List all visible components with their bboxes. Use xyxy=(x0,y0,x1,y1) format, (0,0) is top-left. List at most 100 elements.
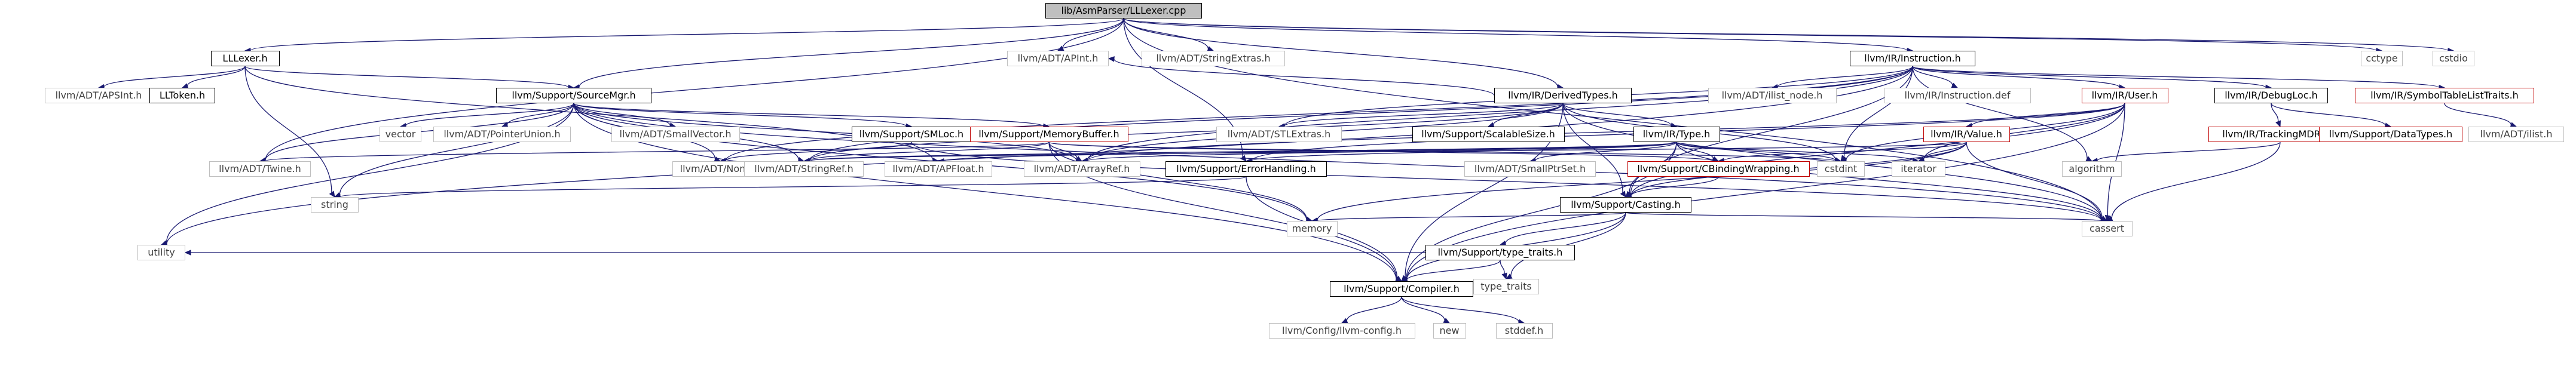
node-datatypes-h[interactable]: llvm/Support/DataTypes.h xyxy=(2319,127,2462,142)
node-instruction-def: llvm/IR/Instruction.def xyxy=(1884,88,2031,103)
edge-casting_h-cassert xyxy=(1625,212,2102,222)
edge-debugloc_h-trackingmdref_h xyxy=(2271,103,2279,122)
node-sourcemgr-h[interactable]: llvm/Support/SourceMgr.h xyxy=(496,88,651,103)
node-utility: utility xyxy=(137,245,185,260)
node-smallvector-h: llvm/ADT/SmallVector.h xyxy=(611,127,740,142)
node-derivedtypes-h[interactable]: llvm/IR/DerivedTypes.h xyxy=(1494,88,1632,103)
arrowhead-type_traits_h-utility xyxy=(184,250,191,256)
edge-errorhandling_h-string xyxy=(339,176,1247,198)
edge-root-lllexer_h xyxy=(250,18,1124,51)
node-apint-h: llvm/ADT/APInt.h xyxy=(1007,51,1109,66)
node-type-traits: type_traits xyxy=(1473,279,1539,294)
edge-memorybuffer_h-twine_h xyxy=(265,142,1050,162)
arrowhead-lllexer_h-string xyxy=(329,190,335,198)
node-user-h[interactable]: llvm/IR/User.h xyxy=(2081,88,2168,103)
edge-instruction_h-debugloc_h xyxy=(1912,66,2266,88)
node-root[interactable]: lib/AsmParser/LLLexer.cpp xyxy=(1045,3,1202,19)
edge-user_h-iterator xyxy=(1923,103,2125,160)
edge-value_h-stringref_h xyxy=(809,142,1967,162)
edge-type_h-cassert xyxy=(1676,142,2102,220)
node-algorithm: algorithm xyxy=(2062,161,2122,177)
node-debugloc-h[interactable]: llvm/IR/DebugLoc.h xyxy=(2214,88,2328,103)
node-apsint-h: llvm/ADT/APSInt.h xyxy=(45,88,152,103)
node-apfloat-h: llvm/ADT/APFloat.h xyxy=(885,161,992,177)
edge-sourcemgr_h-string xyxy=(339,103,574,195)
edge-root-cctype xyxy=(1123,18,2377,51)
node-stringextras-h: llvm/ADT/StringExtras.h xyxy=(1142,51,1285,66)
node-instruction-h[interactable]: llvm/IR/Instruction.h xyxy=(1850,51,1975,66)
edge-compiler_h-llvm_config_h xyxy=(1346,296,1402,321)
edge-type_h-apfloat_h xyxy=(943,142,1677,162)
node-errorhandling-h[interactable]: llvm/Support/ErrorHandling.h xyxy=(1165,161,1327,177)
edge-compiler_h-new xyxy=(1401,296,1445,321)
node-value-h[interactable]: llvm/IR/Value.h xyxy=(1923,127,2010,142)
edge-lllexer_h-apsint_h xyxy=(103,66,246,88)
node-memory: memory xyxy=(1286,221,1338,236)
node-type-traits-h[interactable]: llvm/Support/type_traits.h xyxy=(1425,245,1575,260)
edge-sourcemgr_h-pointerunion_h xyxy=(506,103,574,125)
node-llvm-config-h: llvm/Config/llvm-config.h xyxy=(1268,323,1415,339)
arrowhead-derivedtypes_h-casting_h xyxy=(1620,190,1626,198)
edge-root-twine_h xyxy=(265,18,1124,161)
node-twine-h: llvm/ADT/Twine.h xyxy=(209,161,311,177)
edge-value_h-cbindingwrapping_h xyxy=(1723,142,1967,161)
arrowhead-errorhandling_h-compiler_h xyxy=(1395,275,1403,282)
node-memorybuffer-h[interactable]: llvm/Support/MemoryBuffer.h xyxy=(969,127,1128,142)
edge-instruction_h-ilist_node_h xyxy=(1777,66,1913,88)
node-type-h[interactable]: llvm/IR/Type.h xyxy=(1633,127,1720,142)
node-casting-h[interactable]: llvm/Support/Casting.h xyxy=(1560,197,1691,213)
edge-debugloc_h-datatypes_h xyxy=(2271,103,2386,126)
edge-type_h-cbindingwrapping_h xyxy=(1676,142,1714,159)
edge-symboltablelisttraits_h-ilist_h xyxy=(2444,103,2512,125)
edge-cbindingwrapping_h-casting_h xyxy=(1630,176,1719,196)
node-new: new xyxy=(1433,323,1466,339)
arrowhead-casting_h-type_traits xyxy=(1505,273,1513,279)
node-lllexer-h[interactable]: LLLexer.h xyxy=(210,51,280,66)
node-ilist-h: llvm/ADT/ilist.h xyxy=(2468,127,2564,142)
edge-lllexer_h-sourcemgr_h xyxy=(244,66,569,88)
edge-instruction_h-symboltablelisttraits_h xyxy=(1912,66,2440,88)
edge-memorybuffer_h-cstdint xyxy=(1048,142,1836,162)
edge-user_h-arrayref_h xyxy=(1087,103,2125,162)
edge-casting_h-memory xyxy=(1317,212,1626,222)
edge-type_h-cstdint xyxy=(1676,142,1836,161)
edge-memorybuffer_h-stringref_h xyxy=(809,142,1050,161)
node-cassert: cassert xyxy=(2081,221,2133,236)
edge-instruction_h-instruction_def xyxy=(1912,66,1953,86)
node-smloc-h[interactable]: llvm/Support/SMLoc.h xyxy=(852,127,971,142)
node-lltoken-h[interactable]: LLToken.h xyxy=(149,88,215,103)
edge-sourcemgr_h-memorybuffer_h xyxy=(573,103,1044,127)
edge-derivedtypes_h-stlextras_h xyxy=(1284,103,1564,127)
edge-type_h-iterator xyxy=(1676,142,1914,161)
node-scalablesize-h[interactable]: llvm/Support/ScalableSize.h xyxy=(1412,127,1565,142)
node-cctype: cctype xyxy=(2361,51,2403,66)
node-cbindingwrapping-h[interactable]: llvm/Support/CBindingWrapping.h xyxy=(1627,161,1810,177)
edge-trackingmdref_h-cassert xyxy=(2111,142,2281,219)
arrowhead-derivedtypes_h-apint_h xyxy=(1108,56,1115,62)
edge-memorybuffer_h-arrayref_h xyxy=(1048,142,1078,159)
edge-value_h-iterator xyxy=(1923,142,1967,159)
edge-user_h-casting_h xyxy=(1630,103,2125,196)
edge-derivedtypes_h-apint_h xyxy=(1113,59,1495,96)
arrowhead-type_traits_h-type_traits xyxy=(1501,272,1507,280)
edge-instruction_h-user_h xyxy=(1912,66,2120,88)
node-symboltablelisttraits-h[interactable]: llvm/IR/SymbolTableListTraits.h xyxy=(2355,88,2534,103)
edge-root-derivedtypes_h xyxy=(1123,18,1558,87)
node-stddef-h: stddef.h xyxy=(1495,323,1553,339)
edge-value_h-memory xyxy=(1317,142,1967,221)
edge-user_h-value_h xyxy=(1971,103,2125,127)
edge-sourcemgr_h-smloc_h xyxy=(573,103,907,127)
edge-root-sourcemgr_h xyxy=(579,18,1124,87)
edge-type_traits_h-type_traits xyxy=(1500,260,1505,274)
edge-sourcemgr_h-arrayref_h xyxy=(573,103,1077,161)
edge-sourcemgr_h-vector xyxy=(405,103,574,127)
arrowhead-compiler_h-new xyxy=(1443,318,1451,324)
node-stlextras-h: llvm/ADT/STLExtras.h xyxy=(1216,127,1342,142)
edge-instruction_h-arrayref_h xyxy=(1087,66,1913,161)
edge-value_h-cassert xyxy=(1966,142,2103,219)
node-stringref-h: llvm/ADT/StringRef.h xyxy=(744,161,864,177)
edge-user_h-cassert xyxy=(2107,103,2125,216)
arrowhead-user_h-cassert xyxy=(2104,214,2111,222)
node-compiler-h[interactable]: llvm/Support/Compiler.h xyxy=(1330,281,1473,297)
arrowhead-debugloc_h-trackingmdref_h xyxy=(2275,120,2281,128)
